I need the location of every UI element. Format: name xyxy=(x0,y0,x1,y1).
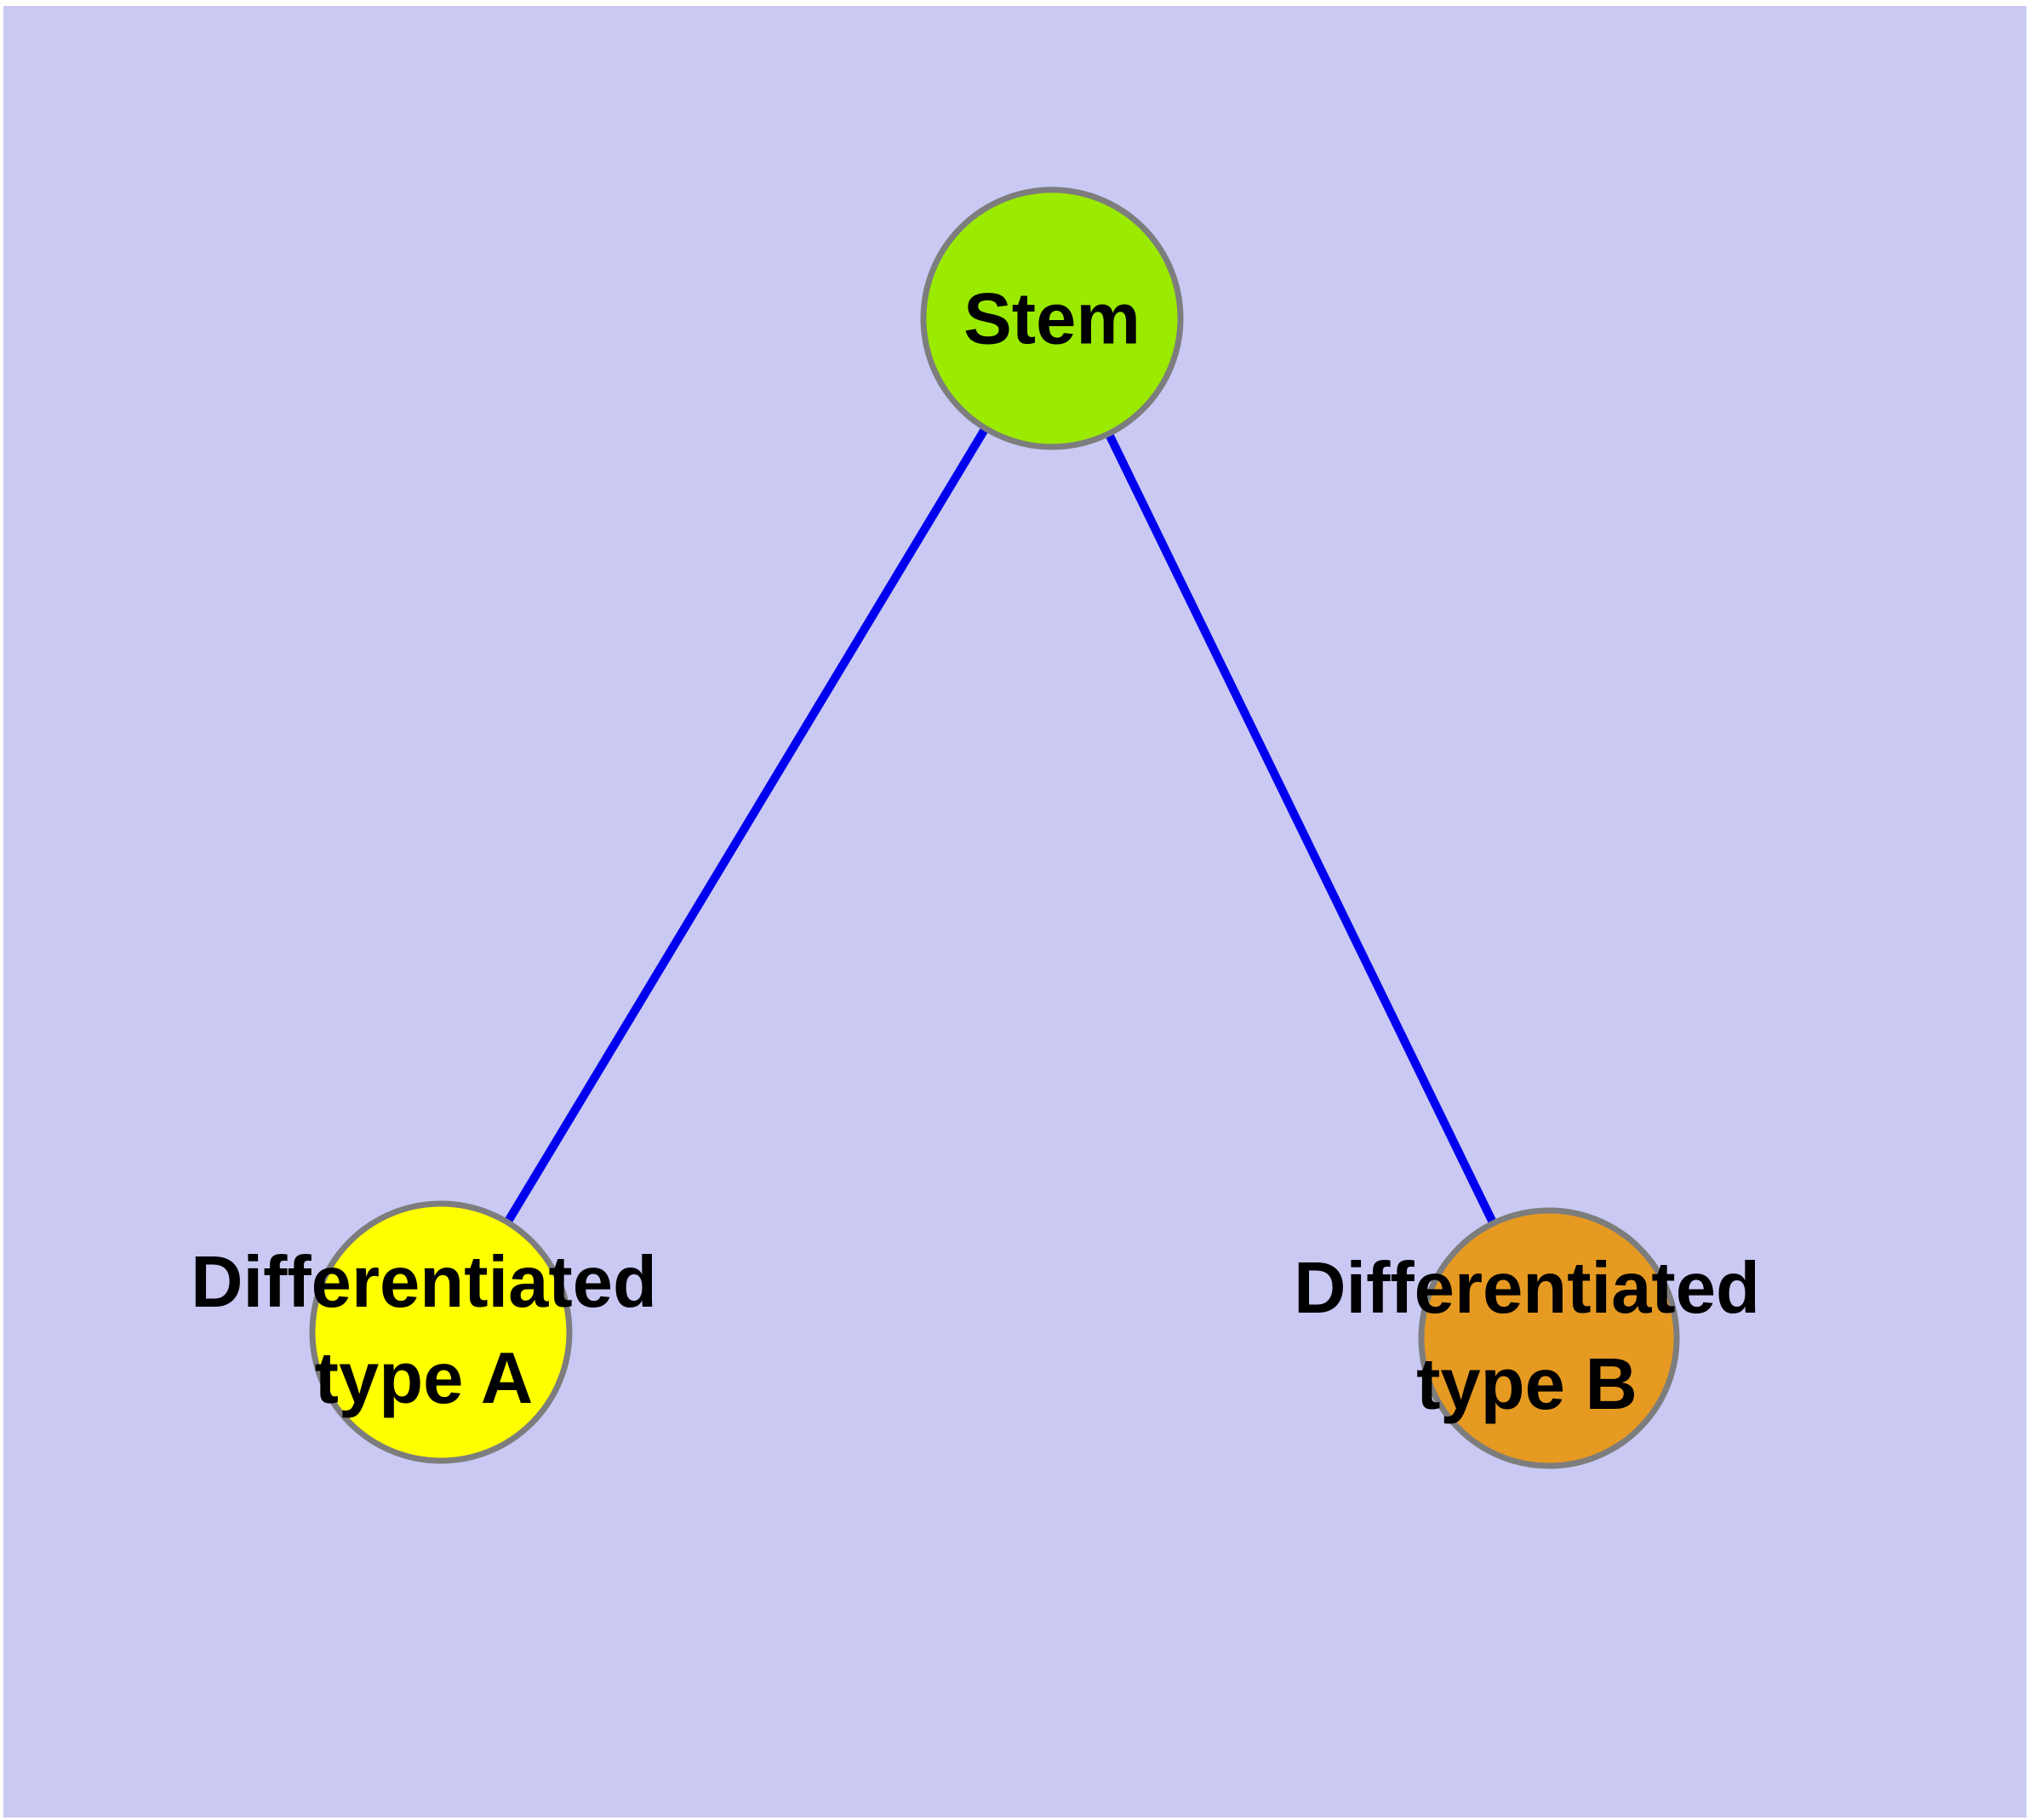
type-b-node xyxy=(1418,1207,1680,1469)
type-a-node xyxy=(309,1200,573,1464)
edge-stem-to-type-b xyxy=(1106,433,1496,1223)
edge-stem-to-type-a xyxy=(505,428,988,1222)
stem-node xyxy=(920,186,1184,450)
